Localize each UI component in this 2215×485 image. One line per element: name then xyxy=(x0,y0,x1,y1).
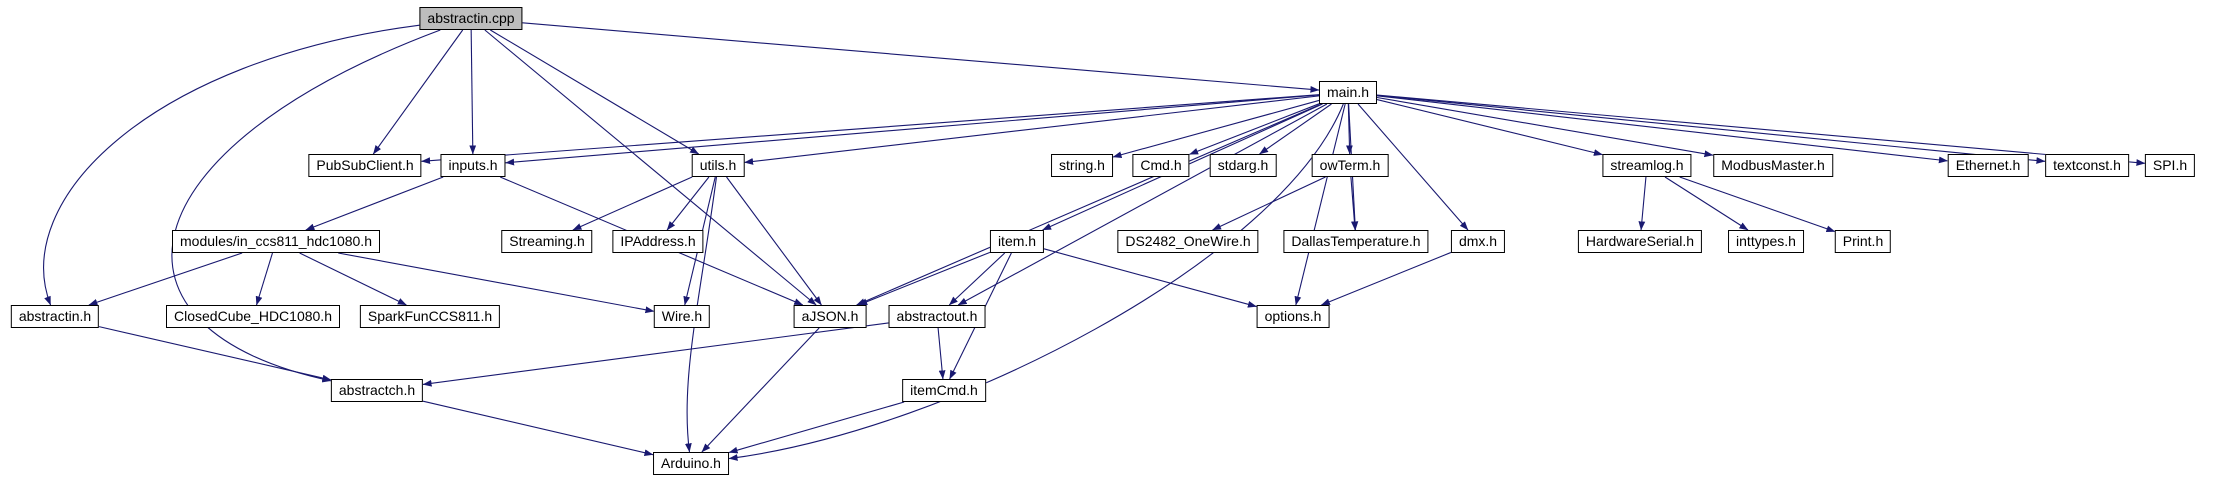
graph-node-streaming_h[interactable]: Streaming.h xyxy=(501,230,593,253)
include-edge-abstractin_cpp-to-utils_h xyxy=(490,29,700,155)
graph-node-main_h[interactable]: main.h xyxy=(1318,81,1378,104)
include-edge-utils_h-to-ajson_h xyxy=(726,176,822,306)
graph-node-abstractin_cpp: abstractin.cpp xyxy=(419,7,523,30)
graph-node-spi_h[interactable]: SPI.h xyxy=(2144,154,2196,177)
include-edge-main_h-to-spi_h xyxy=(1376,94,2146,166)
include-edge-main_h-to-utils_h xyxy=(744,95,1320,165)
graph-node-sparkfunccs811_h[interactable]: SparkFunCCS811.h xyxy=(359,305,501,328)
include-edge-main_h-to-textconst_h xyxy=(1376,94,2046,164)
include-edge-item_h-to-options_h xyxy=(1043,248,1257,308)
graph-node-owterm_h[interactable]: owTerm.h xyxy=(1311,154,1389,177)
include-edge-item_h-to-abstractout_h xyxy=(948,252,1006,306)
graph-node-dmx_h[interactable]: dmx.h xyxy=(1450,230,1506,253)
include-edge-streamlog_h-to-hardwareserial_h xyxy=(1638,176,1647,231)
graph-node-ipaddress_h[interactable]: IPAddress.h xyxy=(612,230,704,253)
graph-node-arduino_h[interactable]: Arduino.h xyxy=(653,452,729,475)
include-edge-modules_in_ccs811_hdc1080_h-to-abstractin_h xyxy=(88,252,243,306)
include-edge-abstractin_cpp-to-abstractin_h xyxy=(43,24,420,306)
graph-node-modbusmaster_h[interactable]: ModbusMaster.h xyxy=(1713,154,1833,177)
graph-node-textconst_h[interactable]: textconst.h xyxy=(2045,154,2129,177)
include-edge-inputs_h-to-modules_in_ccs811_hdc1080_h xyxy=(305,176,444,231)
include-edge-abstractout_h-to-abstractch_h xyxy=(422,322,889,387)
include-edge-modules_in_ccs811_hdc1080_h-to-closedcube_hdc1080_h xyxy=(255,252,273,306)
graph-node-closedcube_hdc1080_h[interactable]: ClosedCube_HDC1080.h xyxy=(166,305,340,328)
graph-node-cmd_h[interactable]: Cmd.h xyxy=(1132,154,1190,177)
graph-node-options_h[interactable]: options.h xyxy=(1256,305,1330,328)
include-edge-abstractin_cpp-to-pubsubclient_h xyxy=(372,29,464,155)
graph-node-abstractch_h[interactable]: abstractch.h xyxy=(330,379,424,402)
include-edge-abstractch_h-to-arduino_h xyxy=(422,400,654,457)
include-edge-ajson_h-to-arduino_h xyxy=(701,327,820,453)
graph-node-ethernet_h[interactable]: Ethernet.h xyxy=(1947,154,2029,177)
graph-node-itemcmd_h[interactable]: itemCmd.h xyxy=(902,379,986,402)
include-edge-main_h-to-modbusmaster_h xyxy=(1376,96,1714,158)
graph-node-hardwareserial_h[interactable]: HardwareSerial.h xyxy=(1577,230,1703,253)
include-edge-abstractin_h-to-abstractch_h xyxy=(98,326,332,382)
include-edge-item_h-to-ajson_h xyxy=(858,251,991,306)
include-edge-main_h-to-ethernet_h xyxy=(1376,95,1948,164)
include-edge-owterm_h-to-dallastemperature_h xyxy=(1350,176,1358,231)
include-edge-main_h-to-inputs_h xyxy=(505,94,1320,166)
include-edge-main_h-to-dmx_h xyxy=(1357,103,1469,231)
include-edge-main_h-to-abstractout_h xyxy=(957,103,1328,306)
graph-node-item_h[interactable]: item.h xyxy=(989,230,1045,253)
include-edge-streamlog_h-to-print_h xyxy=(1679,176,1836,233)
include-edge-main_h-to-streamlog_h xyxy=(1376,99,1603,156)
include-edge-main_h-to-stdarg_h xyxy=(1259,103,1332,155)
include-edge-utils_h-to-arduino_h xyxy=(684,176,718,453)
include-edge-streamlog_h-to-inttypes_h xyxy=(1664,176,1749,231)
graph-node-streamlog_h[interactable]: streamlog.h xyxy=(1602,154,1692,177)
graph-node-dallastemperature_h[interactable]: DallasTemperature.h xyxy=(1283,230,1429,253)
include-edge-itemcmd_h-to-arduino_h xyxy=(728,401,905,454)
include-edge-utils_h-to-streaming_h xyxy=(572,176,693,231)
include-edge-abstractin_cpp-to-abstractch_h xyxy=(171,29,441,383)
graph-node-print_h[interactable]: Print.h xyxy=(1834,230,1892,253)
include-edge-owterm_h-to-ds2482_onewire_h xyxy=(1212,176,1326,231)
include-edge-main_h-to-pubsubclient_h xyxy=(421,94,1320,165)
graph-node-inttypes_h[interactable]: inttypes.h xyxy=(1728,230,1804,253)
graph-node-wire_h[interactable]: Wire.h xyxy=(653,305,711,328)
include-edge-abstractin_cpp-to-inputs_h xyxy=(469,29,477,155)
graph-node-stdarg_h[interactable]: stdarg.h xyxy=(1209,154,1277,177)
graph-node-pubsubclient_h[interactable]: PubSubClient.h xyxy=(308,154,422,177)
graph-node-ds2482_onewire_h[interactable]: DS2482_OneWire.h xyxy=(1117,230,1259,253)
include-edge-main_h-to-string_h xyxy=(1112,99,1320,158)
include-edge-abstractout_h-to-itemcmd_h xyxy=(937,327,946,380)
include-edge-main_h-to-ajson_h xyxy=(856,103,1322,306)
include-edge-modules_in_ccs811_hdc1080_h-to-wire_h xyxy=(338,252,655,314)
include-edge-dmx_h-to-options_h xyxy=(1320,251,1452,306)
graph-node-string_h[interactable]: string.h xyxy=(1051,154,1113,177)
include-edge-utils_h-to-ipaddress_h xyxy=(666,176,710,231)
include-edge-main_h-to-cmd_h xyxy=(1189,103,1320,155)
include-edge-abstractin_cpp-to-ajson_h xyxy=(484,29,817,306)
include-edge-main_h-to-options_h xyxy=(1294,103,1346,306)
graph-node-abstractin_h[interactable]: abstractin.h xyxy=(10,305,100,328)
include-edge-abstractin_cpp-to-main_h xyxy=(522,22,1320,93)
include-edge-modules_in_ccs811_hdc1080_h-to-sparkfunccs811_h xyxy=(299,252,407,306)
graph-node-inputs_h[interactable]: inputs.h xyxy=(440,154,506,177)
graph-node-abstractout_h[interactable]: abstractout.h xyxy=(888,305,986,328)
graph-node-modules_in_ccs811_hdc1080_h[interactable]: modules/in_ccs811_hdc1080.h xyxy=(172,230,380,253)
graph-node-ajson_h[interactable]: aJSON.h xyxy=(793,305,867,328)
include-edge-main_h-to-arduino_h xyxy=(728,103,1344,461)
graph-node-utils_h[interactable]: utils.h xyxy=(691,154,745,177)
